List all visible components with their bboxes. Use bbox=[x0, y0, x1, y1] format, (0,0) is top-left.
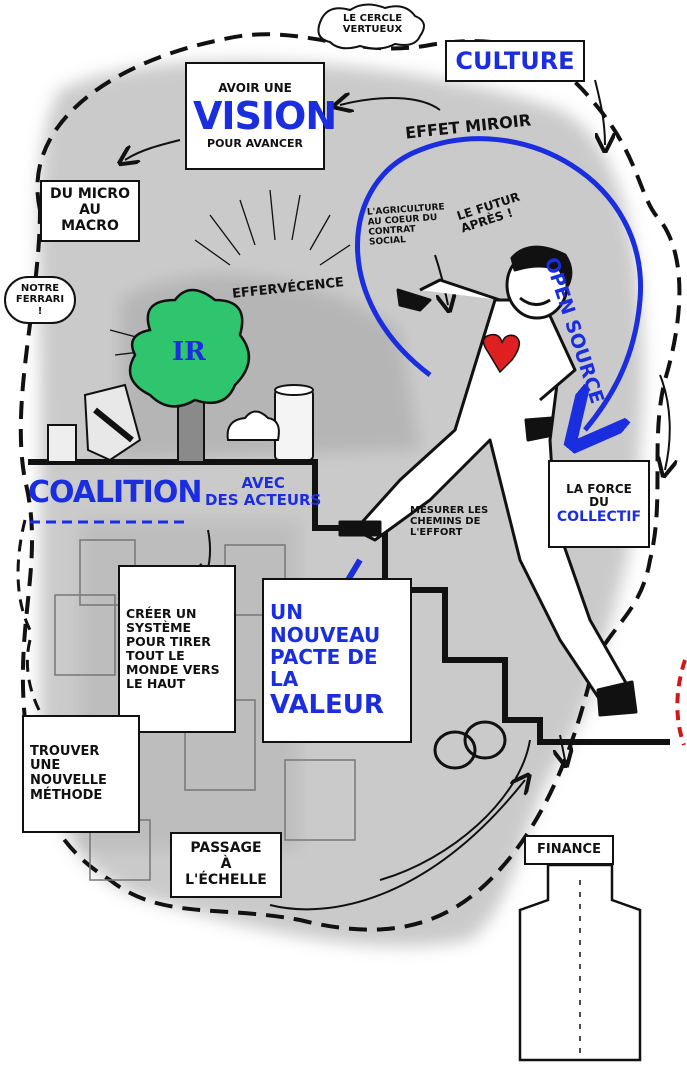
creer-line2: SYSTÈME bbox=[126, 620, 192, 635]
avec-text: AVEC bbox=[241, 474, 285, 492]
vision-line1: AVOIR UNE bbox=[218, 80, 292, 95]
mesurer-label: MESURER LES CHEMINS DE L'EFFORT bbox=[410, 505, 488, 539]
force-line2: DU bbox=[589, 495, 609, 510]
trouver-methode-box: TROUVER UNE NOUVELLE MÉTHODE bbox=[22, 715, 140, 833]
creer-line5: MONDE VERS bbox=[126, 662, 220, 677]
finance-pillar bbox=[518, 863, 642, 1062]
cercle-cloud bbox=[317, 3, 425, 50]
vision-line3: POUR AVANCER bbox=[207, 136, 303, 150]
vision-line2: VISION bbox=[193, 94, 337, 139]
coalition-label: COALITION bbox=[28, 475, 202, 510]
red-dashed-edge bbox=[675, 659, 687, 746]
micro-line1: DU MICRO bbox=[50, 186, 130, 203]
pacte-valeur-box: UN NOUVEAU PACTE DE LA VALEUR bbox=[262, 578, 412, 743]
creer-line3: POUR TIRER bbox=[126, 634, 211, 649]
shelf-items bbox=[47, 383, 314, 463]
rings-icon bbox=[433, 720, 507, 770]
pacte-line4: LA bbox=[270, 667, 299, 692]
avec-acteurs-label: AVEC DES ACTEURS bbox=[205, 475, 321, 509]
ir-label: IR bbox=[172, 337, 206, 367]
micro-line2: AU MACRO bbox=[61, 202, 119, 234]
mesurer-line2: CHEMINS DE bbox=[410, 516, 481, 528]
force-line3: COLLECTIF bbox=[556, 508, 642, 525]
agriculture-label: L'AGRICULTURE AU COEUR DU CONTRAT SOCIAL bbox=[367, 202, 447, 248]
mesurer-line1: MESURER LES bbox=[410, 505, 489, 516]
passage-echelle-box: PASSAGE À L'ÉCHELLE bbox=[170, 832, 282, 898]
pacte-line3: PACTE DE bbox=[270, 644, 378, 669]
ferrari-line1: NOTRE bbox=[20, 283, 60, 295]
passage-line2: À L'ÉCHELLE bbox=[185, 856, 267, 888]
effet-miroir-arc bbox=[355, 136, 643, 430]
heart-icon bbox=[482, 333, 521, 374]
cycle-arrows bbox=[125, 79, 670, 911]
coalition-links bbox=[16, 519, 62, 742]
trouver-line4: MÉTHODE bbox=[30, 787, 103, 803]
force-line1: LA FORCE bbox=[566, 481, 632, 496]
vision-box: AVOIR UNE VISION POUR AVANCER bbox=[185, 62, 337, 170]
passage-line1: PASSAGE bbox=[190, 840, 262, 857]
pacte-line2: NOUVEAU bbox=[270, 622, 381, 647]
ferrari-bubble: NOTRE FERRARI ! bbox=[4, 276, 76, 324]
micro-macro-box: DU MICRO AU MACRO bbox=[40, 180, 140, 242]
ferrari-line2: FERRARI ! bbox=[15, 294, 65, 317]
ir-tree-icon bbox=[128, 288, 250, 463]
culture-label: CULTURE bbox=[455, 46, 575, 75]
creer-systeme-box: CRÉER UN SYSTÈME POUR TIRER TOUT LE MOND… bbox=[118, 565, 236, 733]
cloud-icon bbox=[226, 410, 280, 441]
finance-box: FINANCE bbox=[524, 835, 614, 865]
finance-label: FINANCE bbox=[537, 841, 601, 857]
cercle-line2: VERTUEUX bbox=[342, 24, 403, 36]
trouver-line1: TROUVER bbox=[30, 743, 100, 759]
character-figure bbox=[338, 245, 638, 717]
jar-icon bbox=[47, 424, 77, 463]
creer-line6: LE HAUT bbox=[126, 676, 186, 691]
acteurs-text: DES ACTEURS bbox=[205, 490, 322, 509]
cercle-line1: LE CERCLE bbox=[342, 13, 403, 24]
staircase bbox=[28, 459, 670, 745]
creer-line4: TOUT LE bbox=[126, 648, 185, 663]
pacte-line5: VALEUR bbox=[270, 689, 384, 720]
force-collectif-box: LA FORCE DU COLLECTIF bbox=[548, 460, 650, 548]
creer-line1: CRÉER UN bbox=[126, 606, 197, 621]
trouver-line2: UNE bbox=[30, 758, 61, 774]
trouver-line3: NOUVELLE bbox=[30, 773, 107, 788]
culture-box: CULTURE bbox=[445, 40, 585, 82]
glass-icon bbox=[274, 389, 314, 461]
mesurer-line3: L'EFFORT bbox=[410, 527, 463, 539]
cercle-vertueux-label: LE CERCLE VERTUEUX bbox=[330, 13, 415, 35]
pacte-line1: UN bbox=[270, 600, 303, 625]
